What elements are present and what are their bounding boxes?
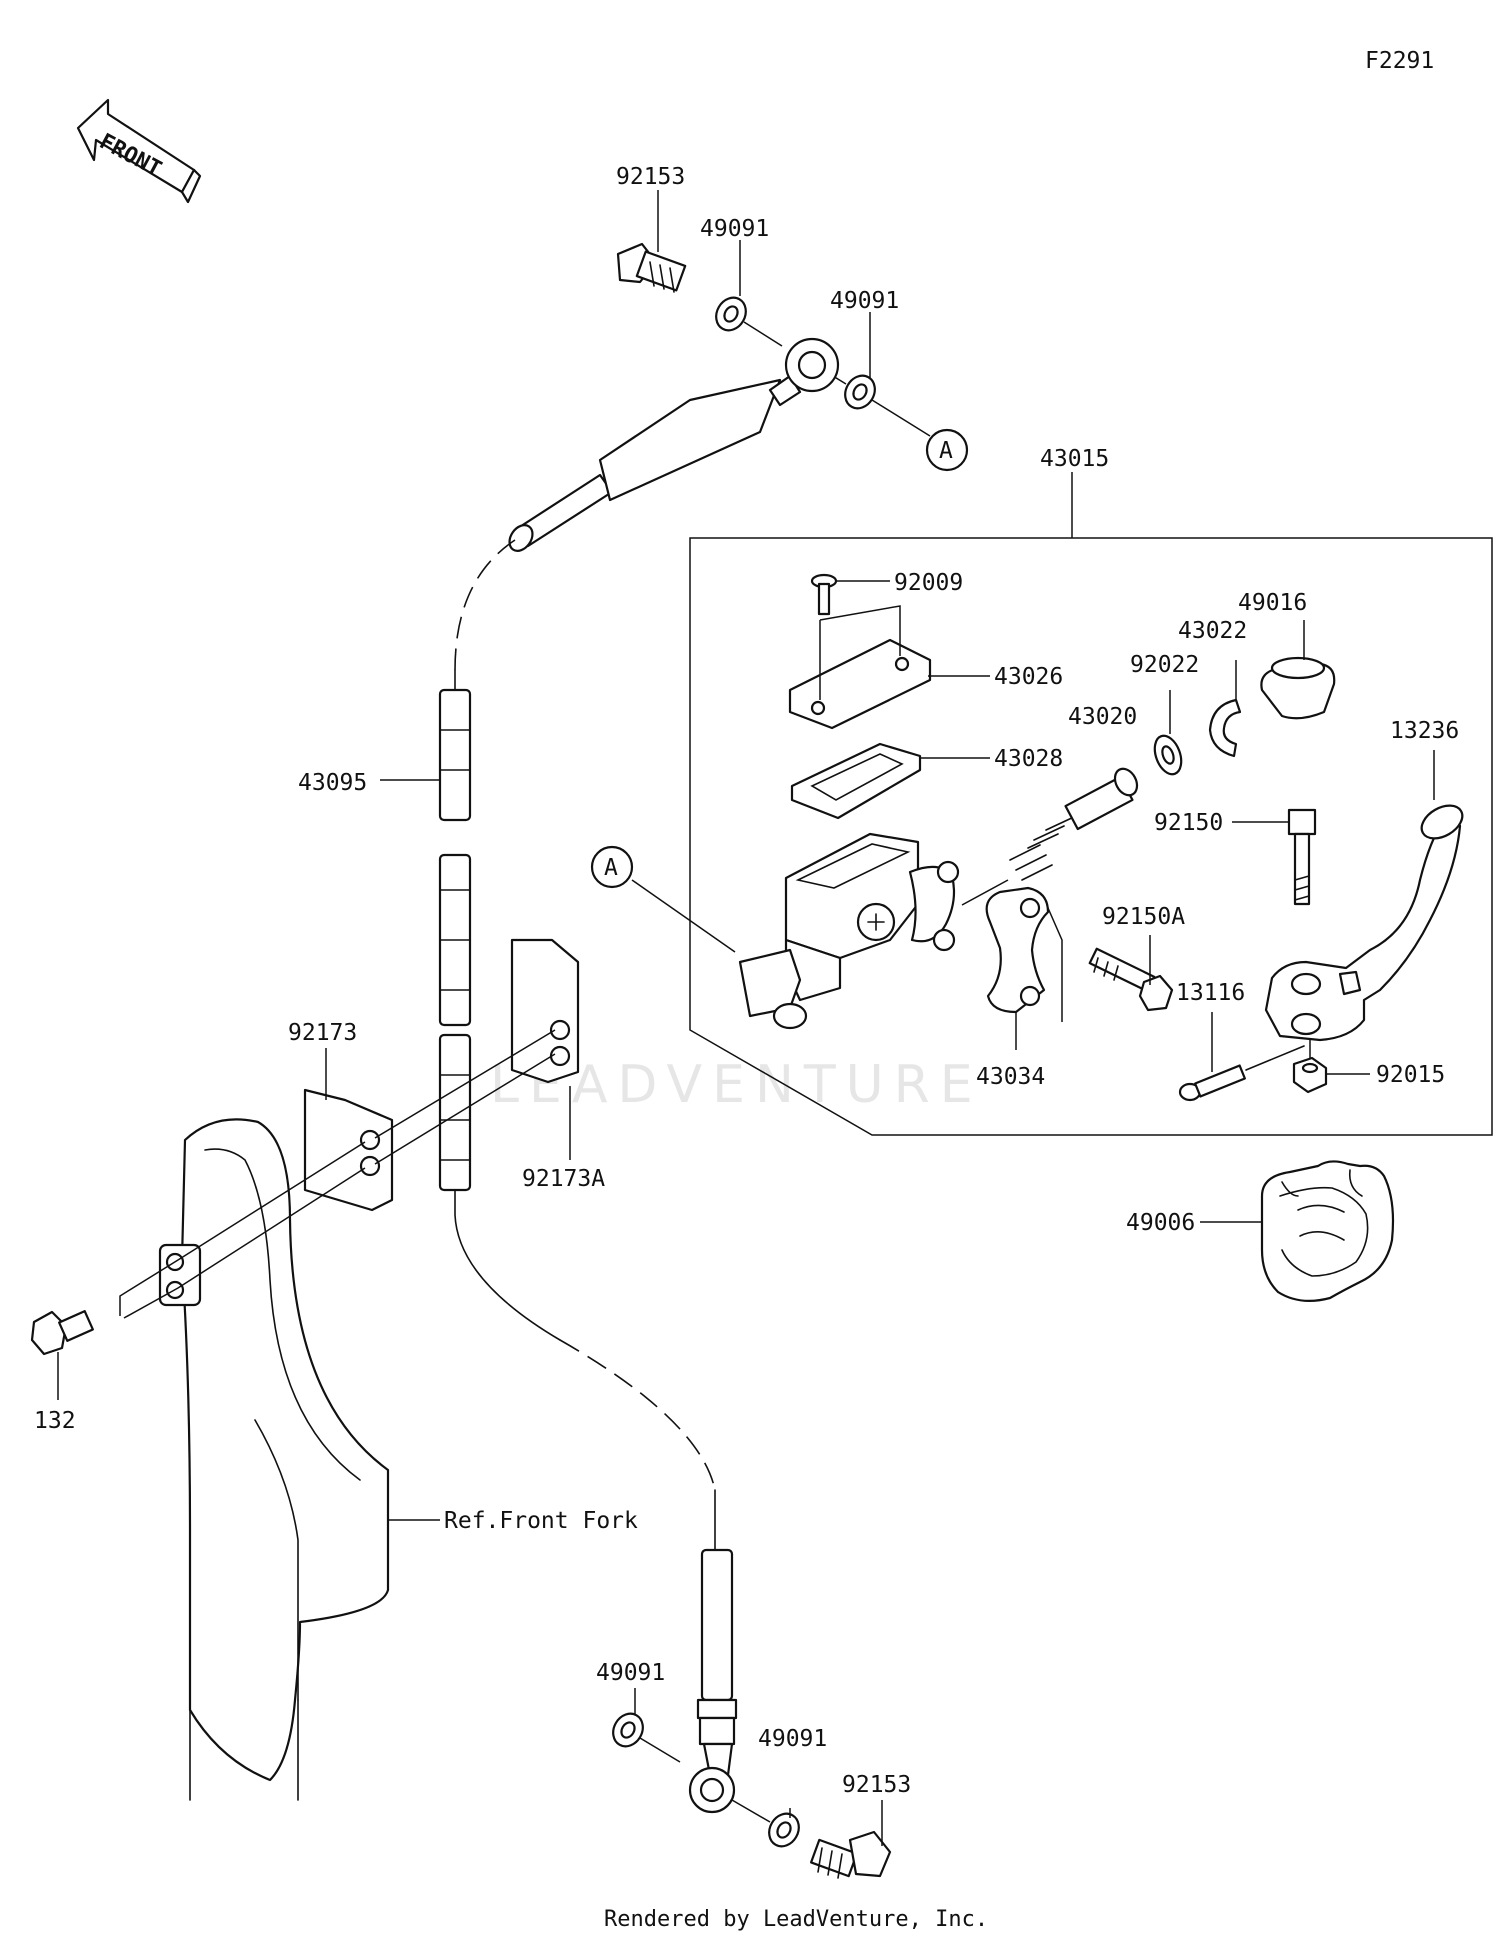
label-43028: 43028 — [994, 746, 1063, 772]
label-13116: 13116 — [1176, 980, 1245, 1006]
screw-92009-icon — [810, 573, 838, 616]
callout-a-top-label: A — [939, 438, 953, 464]
callout-a-left: A — [590, 845, 634, 889]
assembly-outline — [689, 537, 1493, 1136]
washer-top-2-icon — [844, 374, 876, 410]
label-49016: 49016 — [1238, 590, 1307, 616]
label-43095: 43095 — [298, 770, 367, 796]
label-49091-top-1: 49091 — [700, 216, 769, 242]
diaphragm-icon — [790, 742, 922, 820]
washer-top-1-icon — [715, 296, 747, 332]
dust-boot-icon — [1260, 656, 1336, 720]
adjuster-pin-icon — [1178, 1045, 1305, 1102]
label-ref-front-fork: Ref.Front Fork — [444, 1508, 638, 1534]
label-43020: 43020 — [1068, 704, 1137, 730]
label-92150: 92150 — [1154, 810, 1223, 836]
circlip-icon — [1208, 698, 1242, 758]
label-13236: 13236 — [1390, 718, 1459, 744]
label-92153-top: 92153 — [616, 164, 685, 190]
washer-92022-icon — [1153, 734, 1183, 776]
label-92022: 92022 — [1130, 652, 1199, 678]
banjo-bolt-top-icon — [616, 242, 687, 293]
label-92150A: 92150A — [1102, 904, 1185, 930]
piston-spring-icon — [1009, 767, 1139, 881]
brake-lever-icon — [1264, 804, 1464, 1042]
label-43026: 43026 — [994, 664, 1063, 690]
callout-a-top: A — [925, 428, 969, 472]
clamp-bolt-icon — [1088, 947, 1174, 1012]
label-43022: 43022 — [1178, 618, 1247, 644]
label-43034: 43034 — [976, 1064, 1045, 1090]
callout-a-left-label: A — [604, 855, 618, 881]
brake-hose-icon — [438, 669, 561, 1341]
lock-nut-icon — [1292, 1056, 1328, 1094]
label-92153-bottom: 92153 — [842, 1772, 911, 1798]
label-92015: 92015 — [1376, 1062, 1445, 1088]
hose-guide-lower-icon — [303, 1088, 394, 1212]
label-92173: 92173 — [288, 1020, 357, 1046]
front-direction-arrow-icon: FRONT — [76, 98, 202, 204]
front-fork-guard-icon — [158, 1118, 390, 1801]
lever-guard-cover-icon — [1260, 1160, 1395, 1303]
master-cylinder-body-icon — [738, 832, 960, 1030]
figure-code: F2291 — [1365, 48, 1434, 74]
label-92009: 92009 — [894, 570, 963, 596]
banjo-bolt-bottom-icon — [810, 1830, 892, 1879]
brake-hose-top-fitting-icon — [508, 337, 840, 552]
label-49091-bottom-2: 49091 — [758, 1726, 827, 1752]
label-49091-bottom-1: 49091 — [596, 1660, 665, 1686]
washer-bottom-1-icon — [612, 1712, 644, 1748]
label-49091-top-2: 49091 — [830, 288, 899, 314]
brake-hose-bottom-fitting-icon — [688, 1548, 738, 1814]
label-49006: 49006 — [1126, 1210, 1195, 1236]
label-132: 132 — [34, 1408, 76, 1434]
lever-pivot-bolt-icon — [1287, 808, 1317, 906]
footer-credit: Rendered by LeadVenture, Inc. — [604, 1907, 988, 1932]
reservoir-cap-icon — [788, 638, 932, 730]
label-43015: 43015 — [1040, 446, 1109, 472]
handlebar-clamp-icon — [985, 886, 1050, 1014]
label-92173A: 92173A — [522, 1166, 605, 1192]
washer-bottom-2-icon — [768, 1812, 800, 1848]
bolt-132-icon — [30, 1310, 94, 1356]
